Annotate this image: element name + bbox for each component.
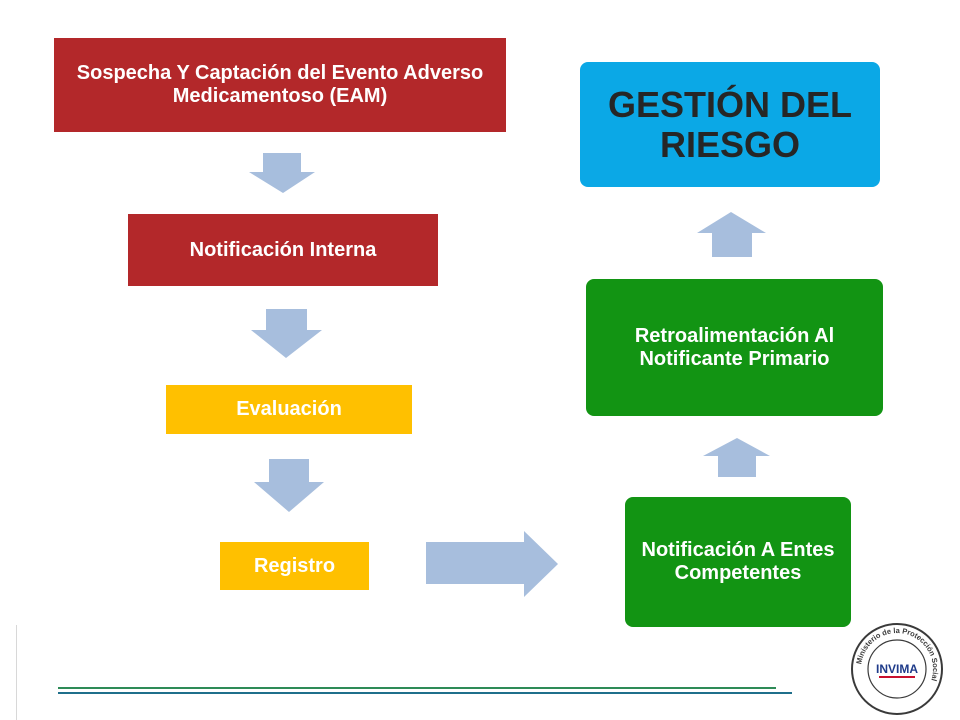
slide-left-edge <box>16 625 17 720</box>
seal-brand-text: INVIMA <box>876 662 918 676</box>
arrow-up-2 <box>697 212 766 257</box>
step-notificacion-interna-label: Notificación Interna <box>189 238 377 261</box>
step-notificacion-entes-label: Notificación A Entes Competentes <box>641 539 835 584</box>
arrow-down-1 <box>249 153 315 193</box>
footer-line-blue <box>58 692 792 694</box>
step-sospecha-label: Sospecha Y Captación del Evento Adverso … <box>76 62 484 107</box>
footer-line-green <box>58 687 776 689</box>
step-notificacion-entes-box: Notificación A Entes Competentes <box>625 497 851 627</box>
arrow-down-2 <box>251 309 322 358</box>
arrow-down-3 <box>254 459 324 512</box>
step-registro-label: Registro <box>253 554 336 577</box>
step-evaluacion-box: Evaluación <box>166 385 412 434</box>
arrow-up-1 <box>703 438 770 477</box>
step-sospecha-box: Sospecha Y Captación del Evento Adverso … <box>54 38 506 132</box>
arrow-right <box>426 531 558 597</box>
step-gestion-riesgo-label: GESTIÓN DEL RIESGO <box>607 83 853 165</box>
step-retroalimentacion-label: Retroalimentación Al Notificante Primari… <box>634 324 835 370</box>
step-registro-box: Registro <box>220 542 369 590</box>
invima-seal-logo: Ministerio de la Protección Social INVIM… <box>851 623 943 715</box>
step-retroalimentacion-box: Retroalimentación Al Notificante Primari… <box>586 279 883 416</box>
step-evaluacion-label: Evaluación <box>236 398 342 420</box>
step-notificacion-interna-box: Notificación Interna <box>128 214 438 286</box>
step-gestion-riesgo-box: GESTIÓN DEL RIESGO <box>580 62 880 187</box>
